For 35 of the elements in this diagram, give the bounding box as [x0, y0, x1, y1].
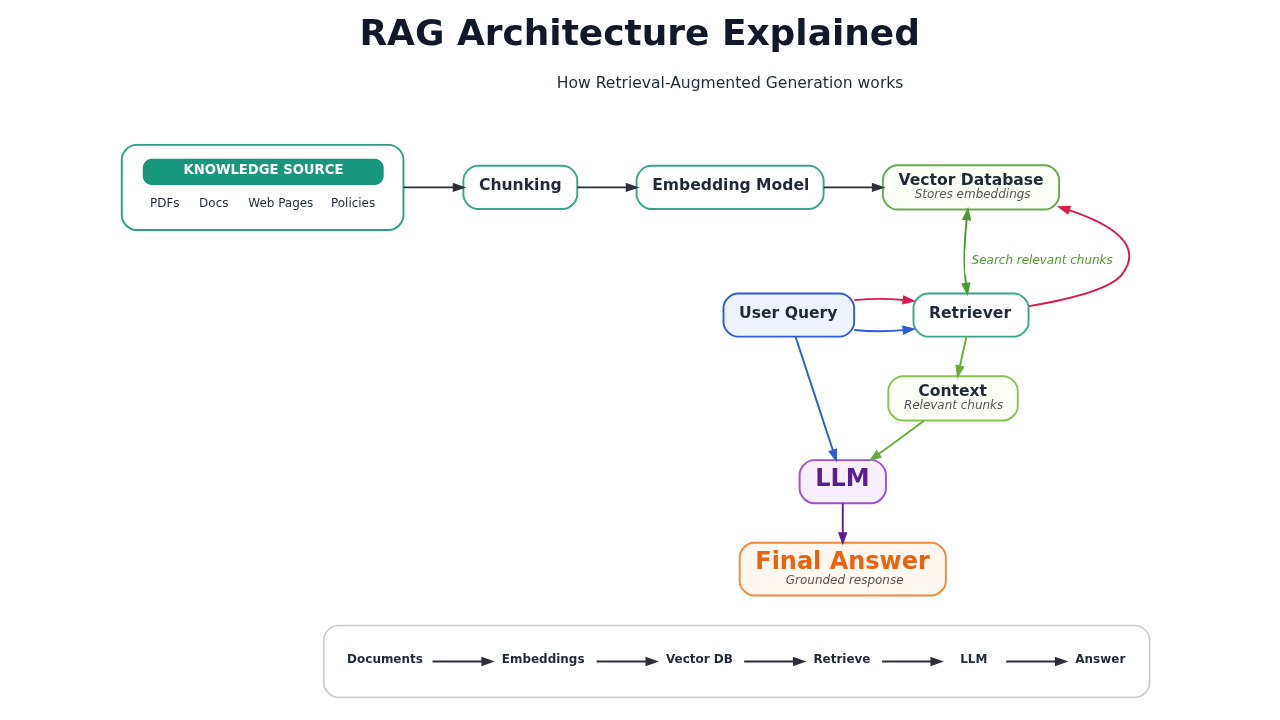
cluster [322, 624, 1150, 699]
node-box: User Query [722, 292, 855, 338]
arrow [742, 656, 806, 667]
arrow [822, 182, 885, 193]
node-box: LLM [798, 459, 887, 505]
node-box: Chunking [461, 164, 578, 210]
arrow [431, 656, 495, 667]
arrow [852, 295, 916, 305]
node-text: Vector DB [665, 652, 733, 667]
node-box: Context Relevant chunks [886, 375, 1019, 422]
arrow [402, 182, 466, 193]
label: How Retrieval-Augmented Generation works [556, 73, 903, 92]
arrow [852, 325, 916, 335]
arrow [867, 419, 925, 462]
arrow [880, 656, 944, 667]
diagram-title: RAG Architecture Explained [358, 12, 920, 54]
arrow [595, 656, 659, 667]
arrow [837, 502, 847, 546]
node-box: Retriever [912, 292, 1029, 338]
arrow [1004, 656, 1068, 667]
node-text: Retrieve [812, 652, 871, 667]
node-text: LLM [959, 652, 987, 667]
arrow [575, 182, 639, 193]
node-text: Embeddings [501, 652, 585, 667]
node-box: Final Answer Grounded response [738, 541, 947, 597]
node-box: Vector Database Stores embeddings [881, 164, 1060, 211]
arrow [954, 335, 967, 379]
node-box: KNOWLEDGE SOURCE PDFs Docs Web Pages Policies [120, 143, 404, 231]
node-text: Documents [346, 652, 423, 667]
edge-label: Search relevant chunks [971, 253, 1113, 268]
node-text: Answer [1074, 652, 1125, 667]
arrow [794, 335, 837, 463]
arrow [960, 206, 971, 297]
node-box: Embedding Model [635, 164, 825, 210]
arrow [1027, 205, 1130, 308]
